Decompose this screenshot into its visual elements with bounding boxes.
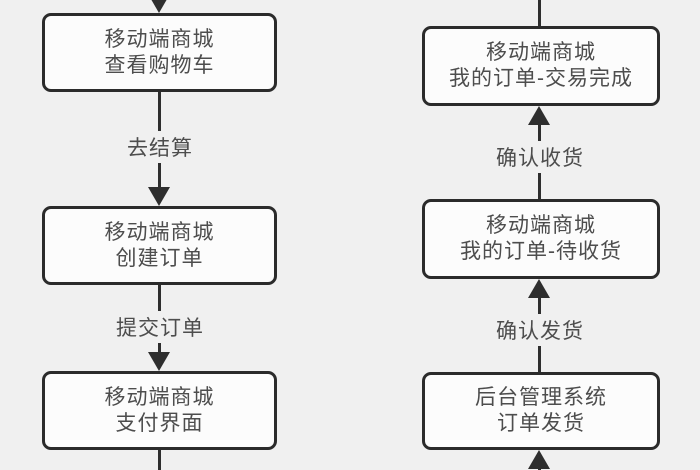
node-line1: 后台管理系统 (475, 386, 607, 409)
flow-node-view-cart: 移动端商城 查看购物车 (42, 13, 277, 92)
node-line2: 我的订单-待收货 (460, 240, 622, 263)
node-line1: 移动端商城 (486, 41, 596, 64)
node-line2: 订单发货 (497, 412, 585, 435)
arrowhead-down-icon (148, 352, 170, 371)
flow-node-order-shipment: 后台管理系统 订单发货 (422, 372, 660, 450)
node-line2: 我的订单-交易完成 (449, 67, 633, 90)
node-line1: 移动端商城 (104, 27, 215, 51)
flow-node-payment: 移动端商城 支付界面 (42, 371, 277, 450)
node-line1: 移动端商城 (486, 214, 596, 237)
connector-line (538, 0, 541, 26)
node-line2: 支付界面 (115, 411, 204, 435)
flow-node-awaiting-receipt: 移动端商城 我的订单-待收货 (422, 199, 660, 279)
node-line2: 创建订单 (115, 246, 204, 270)
arrowhead-up-icon (528, 106, 550, 125)
arrowhead-up-icon (528, 450, 550, 469)
flow-node-trade-complete: 移动端商城 我的订单-交易完成 (422, 26, 660, 106)
node-line2: 查看购物车 (104, 53, 215, 77)
node-line1: 移动端商城 (104, 220, 215, 244)
node-line1: 移动端商城 (104, 385, 215, 409)
arrowhead-down-icon (148, 187, 170, 206)
connector-line (158, 450, 161, 470)
arrowhead-down-icon (148, 0, 170, 13)
edge-label-confirm-receipt: 确认收货 (490, 141, 590, 173)
flow-node-create-order: 移动端商城 创建订单 (42, 206, 277, 285)
edge-label-checkout: 去结算 (121, 131, 199, 163)
edge-label-submit-order: 提交订单 (110, 311, 210, 343)
arrowhead-up-icon (528, 279, 550, 298)
edge-label-confirm-shipment: 确认发货 (490, 314, 590, 346)
